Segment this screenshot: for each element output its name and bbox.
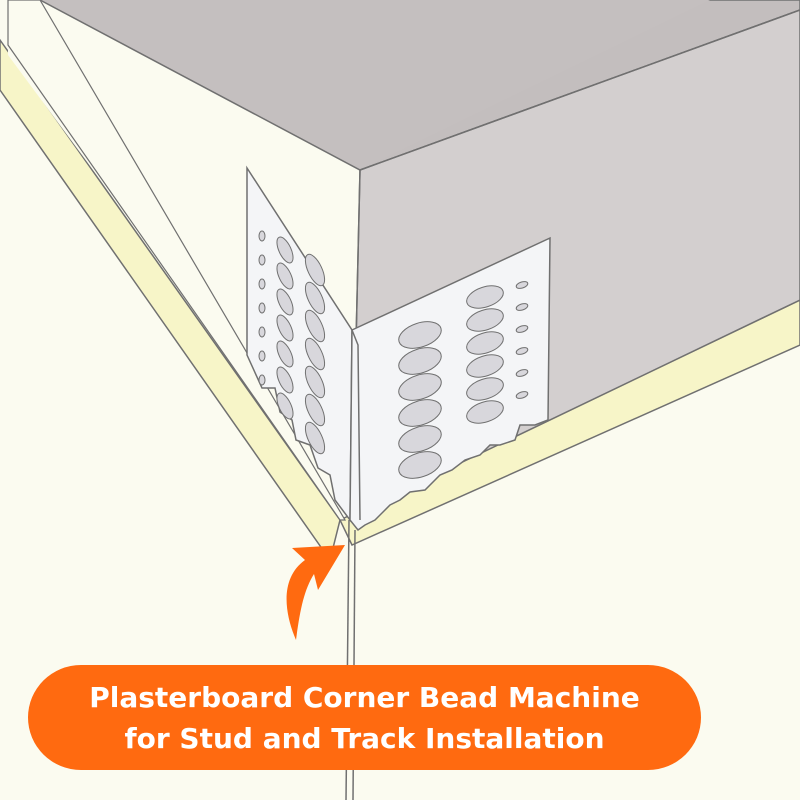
perforation-hole <box>466 400 504 424</box>
perforation-hole <box>258 254 266 266</box>
perforation-hole <box>398 321 442 349</box>
perforation-hole <box>258 350 266 362</box>
perforation-hole <box>304 421 326 455</box>
perforation-hole <box>276 314 294 342</box>
perforation-hole <box>515 281 529 289</box>
perforation-hole <box>466 377 504 401</box>
perforation-hole <box>258 374 266 386</box>
caption-pill-background <box>28 665 701 770</box>
perforation-hole <box>258 278 266 290</box>
perforation-hole <box>276 236 294 264</box>
corner-bead-right-holes <box>398 281 529 479</box>
perforation-hole <box>304 393 326 427</box>
perforation-hole <box>276 366 294 394</box>
perforation-hole <box>515 391 529 399</box>
perforation-hole <box>258 326 266 338</box>
perforation-hole <box>466 331 504 355</box>
perforation-hole <box>304 253 326 287</box>
caption-line-2: for Stud and Track Installation <box>124 721 605 755</box>
plasterboard-top-face-main <box>40 0 710 170</box>
caption-banner: Plasterboard Corner Bead Machine for Stu… <box>28 665 701 770</box>
curved-arrow-icon <box>286 545 345 640</box>
perforation-hole <box>515 369 529 377</box>
perforation-hole <box>258 302 266 314</box>
perforation-hole <box>304 365 326 399</box>
caption-line-1: Plasterboard Corner Bead Machine <box>89 680 640 714</box>
perforation-hole <box>276 262 294 290</box>
perforation-hole <box>276 392 294 420</box>
corner-bead-left-flange <box>246 165 353 523</box>
perforation-hole <box>515 347 529 355</box>
plasterboard-left-panel <box>7 0 347 521</box>
perforation-hole <box>304 309 326 343</box>
perforation-hole <box>276 340 294 368</box>
perforation-hole <box>398 425 442 453</box>
perforation-hole <box>258 230 266 242</box>
perforation-hole <box>398 399 442 427</box>
perforation-hole <box>466 308 504 332</box>
perforation-hole <box>276 288 294 316</box>
perforation-hole <box>466 285 504 309</box>
perforation-hole <box>466 354 504 378</box>
perforation-hole <box>515 325 529 333</box>
perforation-hole <box>398 347 442 375</box>
corner-bead-left-holes <box>258 230 326 455</box>
corner-bead-spine <box>351 329 361 521</box>
perforation-hole <box>304 281 326 315</box>
perforation-hole <box>515 303 529 311</box>
perforation-hole <box>304 337 326 371</box>
perforation-hole <box>398 373 442 401</box>
perforation-hole <box>398 451 442 479</box>
